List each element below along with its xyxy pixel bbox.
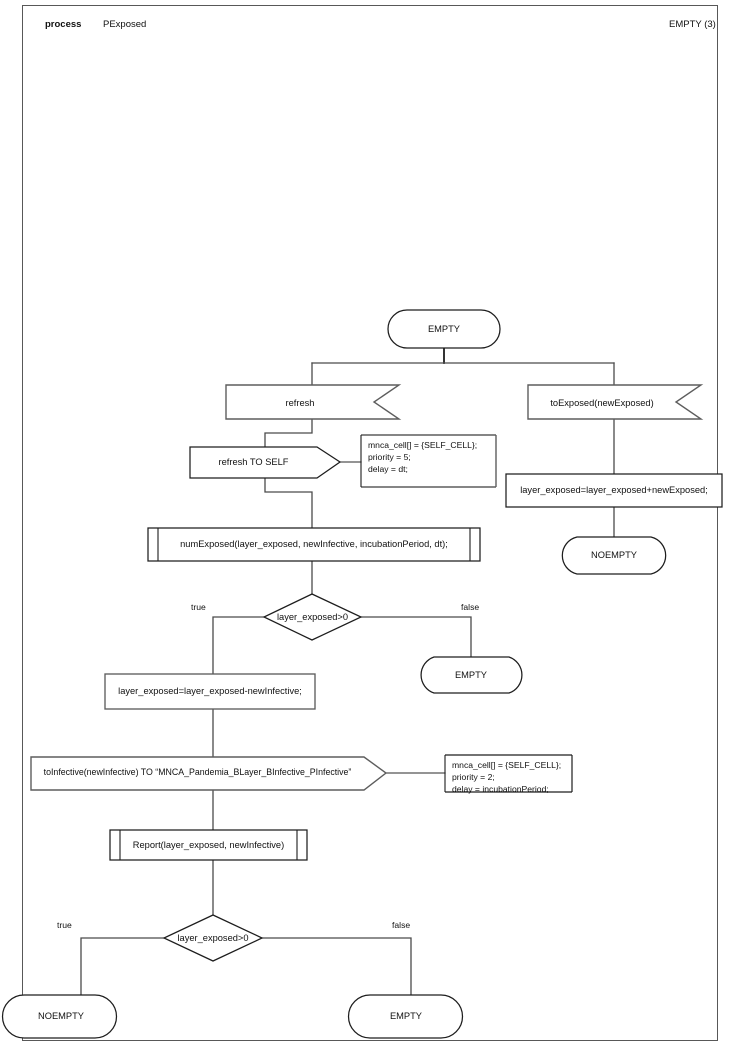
node-comment-toinfective[interactable] xyxy=(445,755,573,793)
comment-toinfective-line-3: delay = incubationPeriod; xyxy=(452,784,549,795)
comment-toinfective-line-1: mnca_cell[] = {SELF_CELL}; xyxy=(452,760,562,770)
header-process-name: PExposed xyxy=(103,19,147,30)
task-label-add-exposed: layer_exposed=layer_exposed+newExposed; xyxy=(520,485,708,495)
procedure-label-numexposed: numExposed(layer_exposed, newInfective, … xyxy=(180,539,448,549)
node-task-add-exposed[interactable] xyxy=(506,474,723,508)
input-label-toexposed: toExposed(newExposed) xyxy=(550,398,654,408)
node-decision-bottom[interactable] xyxy=(164,915,263,962)
node-decision-top[interactable] xyxy=(264,594,362,641)
node-output-refresh-to-self[interactable] xyxy=(190,447,341,479)
input-label-refresh: refresh xyxy=(285,398,315,408)
node-state-noempty-bottom[interactable] xyxy=(3,995,117,1039)
node-input-refresh[interactable] xyxy=(226,385,400,420)
node-input-toexposed[interactable] xyxy=(528,385,702,420)
node-task-sub-infective[interactable] xyxy=(105,674,316,710)
decision-top-true-label: true xyxy=(191,602,206,612)
output-label-refresh-to-self: refresh TO SELF xyxy=(218,457,289,467)
comment-refresh-line-2: priority = 5; xyxy=(368,452,411,463)
state-label-empty-bottom: EMPTY xyxy=(389,1011,423,1021)
node-procedure-report[interactable] xyxy=(110,830,308,861)
header-page-label: EMPTY (3) xyxy=(669,19,716,30)
task-label-sub-infective: layer_exposed=layer_exposed-newInfective… xyxy=(118,686,302,696)
node-state-empty-mid[interactable] xyxy=(415,657,528,694)
state-label-empty-mid: EMPTY xyxy=(454,670,488,680)
comment-refresh-line-3: delay = dt; xyxy=(368,464,408,475)
node-state-noempty-right[interactable] xyxy=(558,537,671,575)
decision-label-bottom: layer_exposed>0 xyxy=(177,933,249,943)
comment-refresh-line-1: mnca_cell[] = {SELF_CELL}; xyxy=(368,440,478,450)
node-state-empty-bottom[interactable] xyxy=(349,995,463,1039)
comment-refresh: mnca_cell[] = {SELF_CELL}; priority = 5;… xyxy=(368,439,477,476)
node-output-toinfective[interactable] xyxy=(31,757,387,791)
decision-bottom-false-label: false xyxy=(392,920,411,930)
header-keyword: process xyxy=(45,19,82,30)
state-label-noempty-bottom: NOEMPTY xyxy=(38,1011,84,1021)
state-label-empty-top: EMPTY xyxy=(427,324,461,334)
node-procedure-numexposed[interactable] xyxy=(148,528,481,562)
comment-toinfective-line-2: priority = 2; xyxy=(452,772,495,783)
procedure-label-report: Report(layer_exposed, newInfective) xyxy=(132,840,285,850)
comment-toinfective: mnca_cell[] = {SELF_CELL}; priority = 2;… xyxy=(452,759,561,796)
decision-bottom-true-label: true xyxy=(57,920,72,930)
output-label-toinfective: toInfective(newInfective) TO “MNCA_Pande… xyxy=(43,767,352,777)
decision-top-false-label: false xyxy=(461,602,480,612)
decision-label-top: layer_exposed>0 xyxy=(276,612,349,622)
diagram-frame xyxy=(22,5,718,1041)
state-label-noempty-right: NOEMPTY xyxy=(591,550,637,560)
node-state-empty-top[interactable] xyxy=(388,310,501,349)
node-comment-refresh[interactable] xyxy=(361,435,497,488)
